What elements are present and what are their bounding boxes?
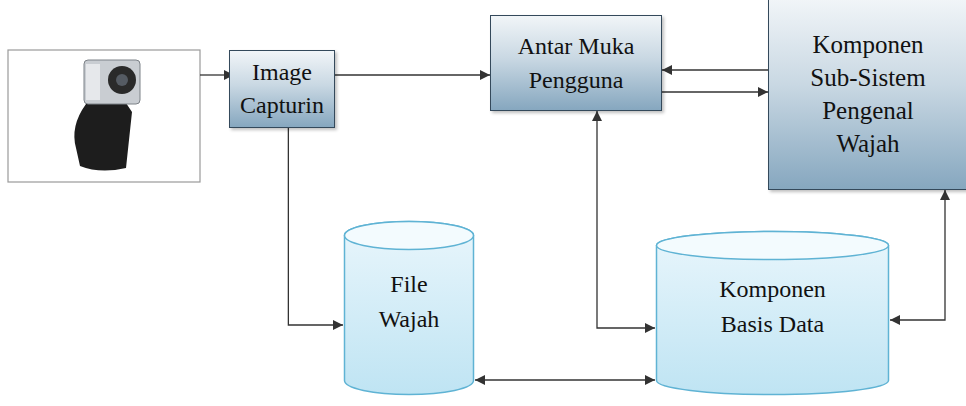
node-label: Komponen Basis Data xyxy=(693,272,853,342)
database-cylinder: Komponen Basis Data xyxy=(655,230,890,396)
picture-frame xyxy=(8,50,200,182)
process-box: Image Capturin xyxy=(229,50,335,128)
process-box: Komponen Sub-Sistem Pengenal Wajah xyxy=(768,0,966,190)
node-label: Image Capturin xyxy=(237,56,327,122)
camera-lens xyxy=(108,66,136,94)
connector-arrow xyxy=(475,379,655,380)
connector-arrow xyxy=(335,74,490,75)
connector-arrow xyxy=(288,128,343,325)
camera-body xyxy=(84,60,140,104)
process-box: Antar Muka Pengguna xyxy=(490,15,662,111)
camera-lens-glass xyxy=(116,74,128,86)
node-label: File Wajah xyxy=(359,267,459,337)
node-label: Antar Muka Pengguna xyxy=(501,29,651,97)
connector-arrow xyxy=(662,91,768,92)
camera-highlight xyxy=(86,64,100,100)
database-cylinder: File Wajah xyxy=(343,220,475,396)
camera-stand xyxy=(74,100,132,171)
input-line xyxy=(200,74,226,75)
connector-arrow xyxy=(662,69,768,70)
node-label: Komponen Sub-Sistem Pengenal Wajah xyxy=(793,28,943,160)
connector-arrow xyxy=(890,190,945,320)
connector-arrow xyxy=(597,111,655,328)
